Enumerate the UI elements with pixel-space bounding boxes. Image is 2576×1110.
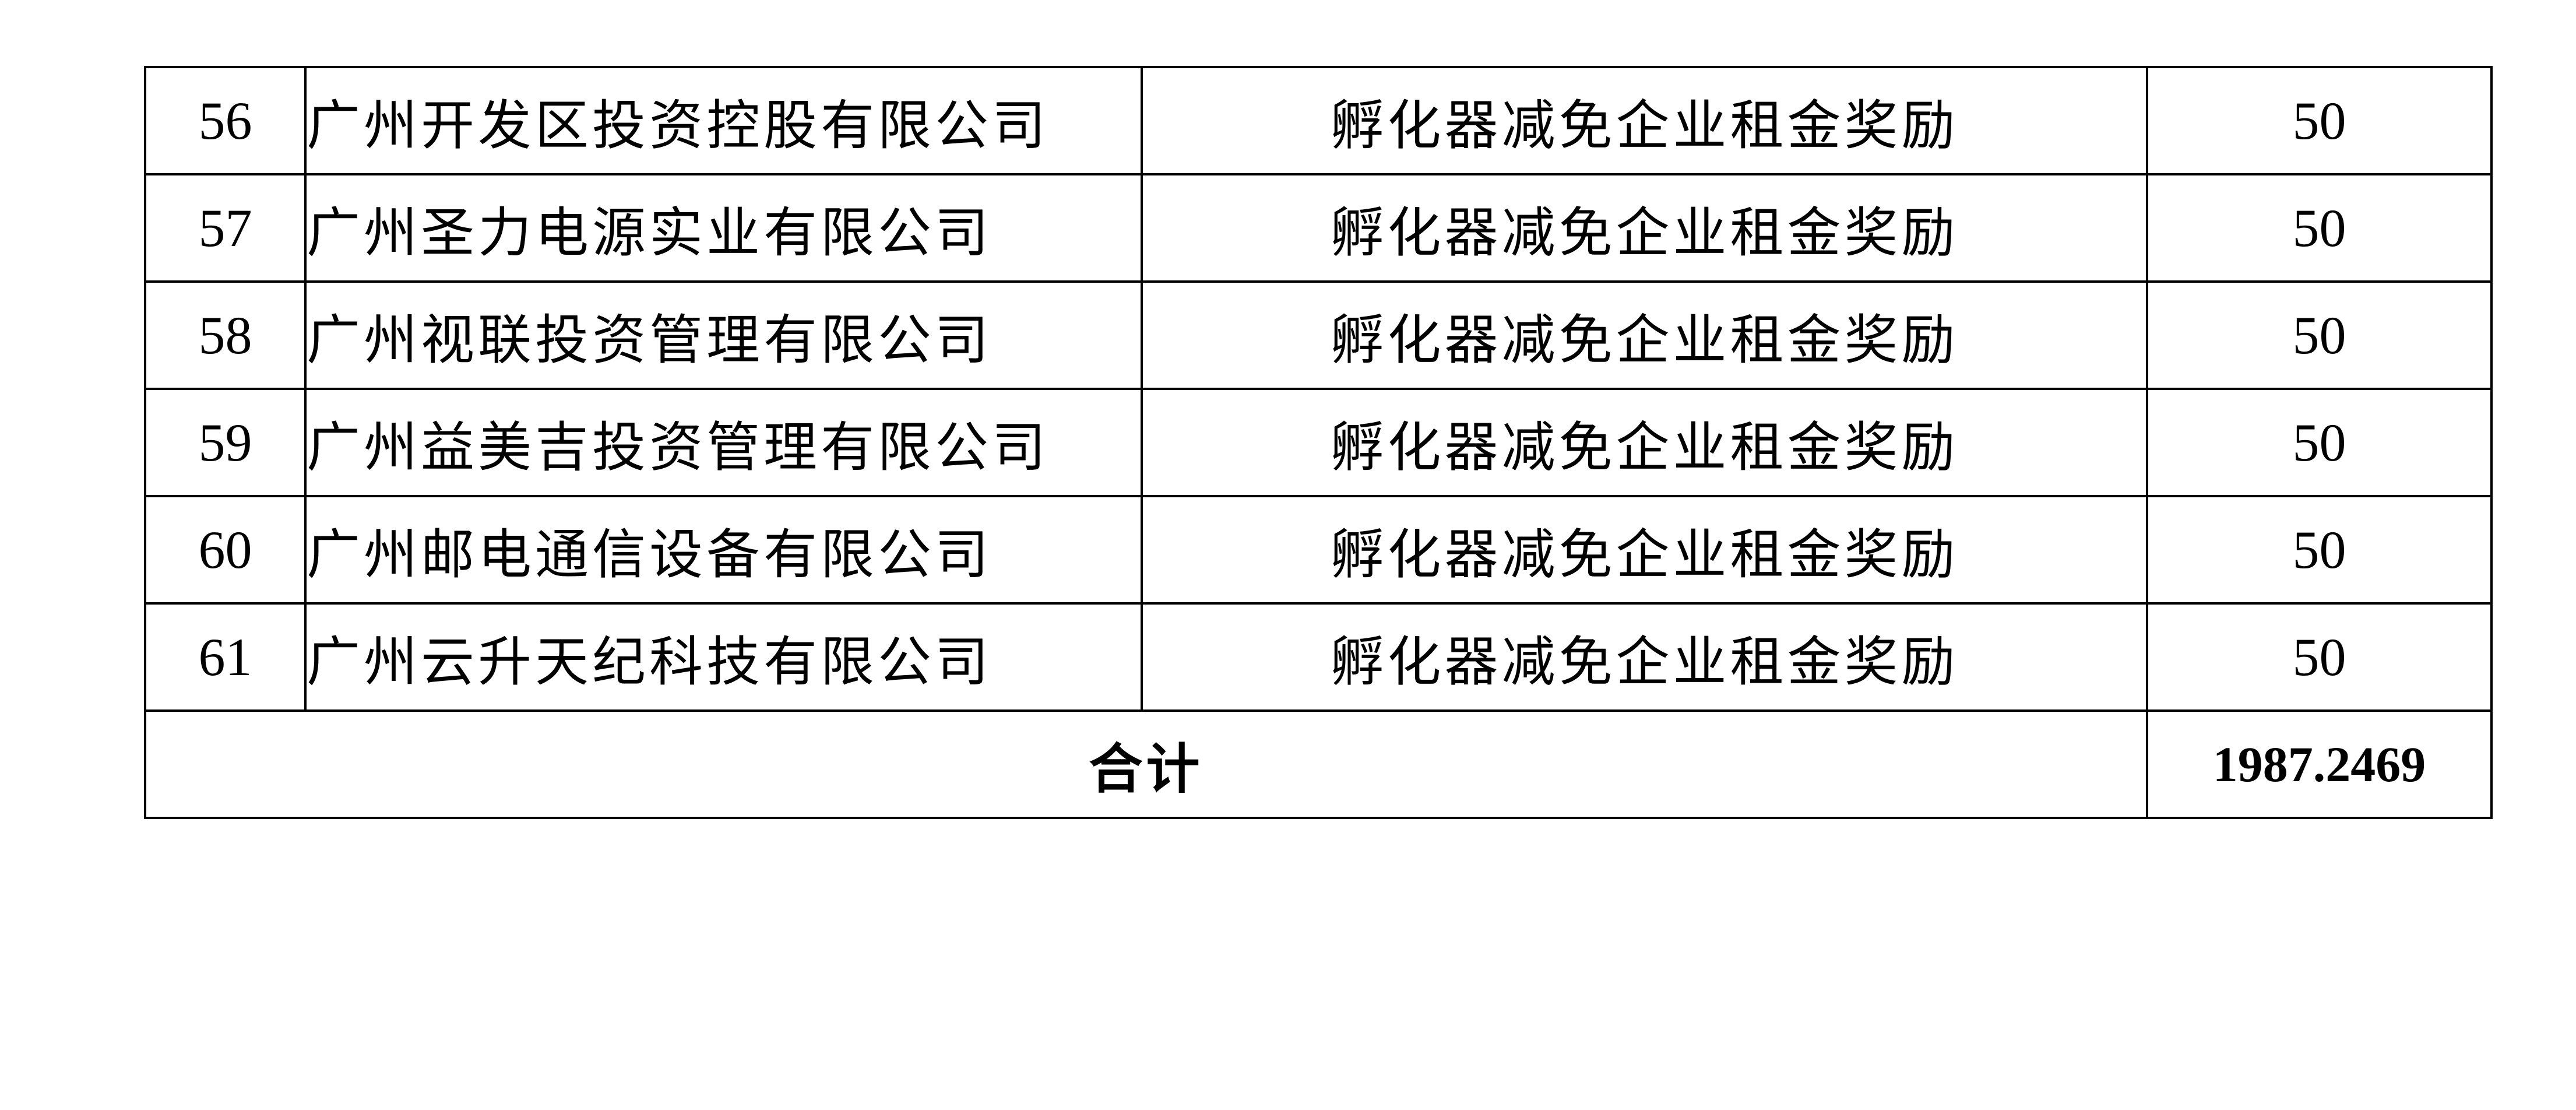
table-row: 60 广州邮电通信设备有限公司 孵化器减免企业租金奖励 50 <box>144 495 2493 605</box>
total-label: 合计 <box>144 709 2148 819</box>
company-name: 广州开发区投资控股有限公司 <box>304 66 1143 175</box>
table-row: 56 广州开发区投资控股有限公司 孵化器减免企业租金奖励 50 <box>144 66 2493 175</box>
row-number: 57 <box>144 173 307 283</box>
subsidy-item: 孵化器减免企业租金奖励 <box>1141 602 2148 712</box>
row-number: 61 <box>144 602 307 712</box>
subsidy-item: 孵化器减免企业租金奖励 <box>1141 66 2148 175</box>
row-number: 60 <box>144 495 307 605</box>
table-row: 57 广州圣力电源实业有限公司 孵化器减免企业租金奖励 50 <box>144 173 2493 283</box>
row-number: 58 <box>144 280 307 390</box>
subsidy-amount: 50 <box>2146 173 2493 283</box>
company-name: 广州益美吉投资管理有限公司 <box>304 388 1143 497</box>
row-number: 56 <box>144 66 307 175</box>
subsidy-amount: 50 <box>2146 66 2493 175</box>
company-name: 广州云升天纪科技有限公司 <box>304 602 1143 712</box>
subsidy-amount: 50 <box>2146 495 2493 605</box>
subsidy-amount: 50 <box>2146 388 2493 497</box>
table-row: 61 广州云升天纪科技有限公司 孵化器减免企业租金奖励 50 <box>144 602 2493 712</box>
company-name: 广州圣力电源实业有限公司 <box>304 173 1143 283</box>
row-number: 59 <box>144 388 307 497</box>
company-name: 广州视联投资管理有限公司 <box>304 280 1143 390</box>
subsidy-amount: 50 <box>2146 602 2493 712</box>
company-name: 广州邮电通信设备有限公司 <box>304 495 1143 605</box>
total-amount: 1987.2469 <box>2146 709 2493 819</box>
table-row: 59 广州益美吉投资管理有限公司 孵化器减免企业租金奖励 50 <box>144 388 2493 497</box>
total-row: 合计 1987.2469 <box>144 709 2493 819</box>
subsidy-item: 孵化器减免企业租金奖励 <box>1141 495 2148 605</box>
subsidy-item: 孵化器减免企业租金奖励 <box>1141 173 2148 283</box>
subsidy-table: 56 广州开发区投资控股有限公司 孵化器减免企业租金奖励 50 57 广州圣力电… <box>144 66 2493 819</box>
subsidy-item: 孵化器减免企业租金奖励 <box>1141 388 2148 497</box>
subsidy-item: 孵化器减免企业租金奖励 <box>1141 280 2148 390</box>
subsidy-amount: 50 <box>2146 280 2493 390</box>
table-row: 58 广州视联投资管理有限公司 孵化器减免企业租金奖励 50 <box>144 280 2493 390</box>
